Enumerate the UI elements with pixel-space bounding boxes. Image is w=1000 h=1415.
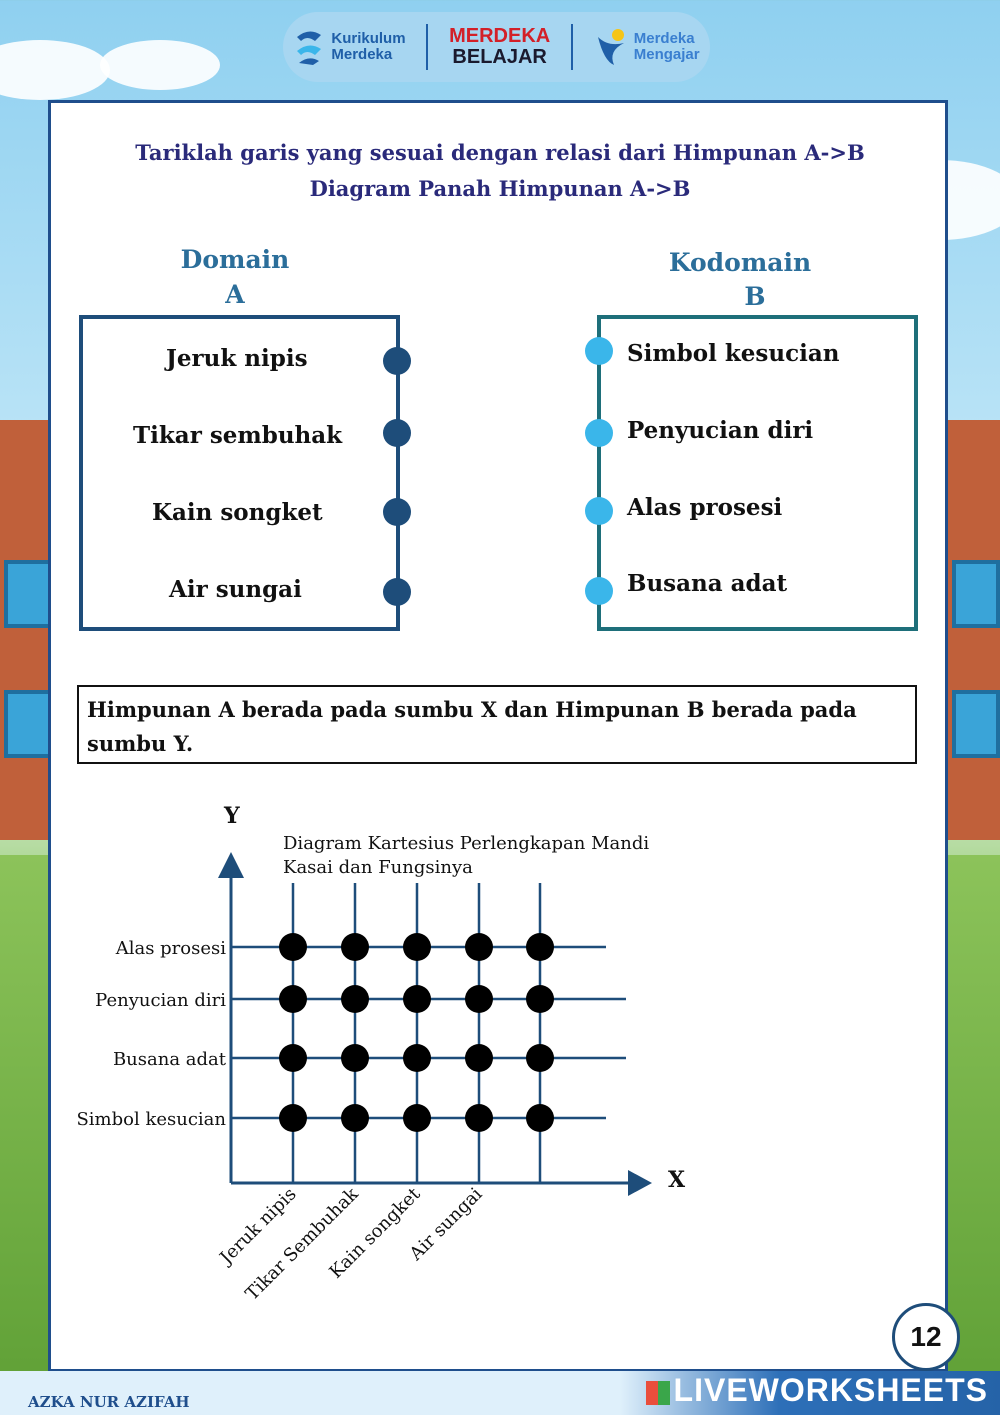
- logo-text: BELAJAR: [452, 46, 547, 68]
- domain-item: Air sungai: [169, 576, 302, 603]
- domain-item: Tikar sembuhak: [133, 422, 343, 449]
- mengajar-icon: [597, 29, 624, 65]
- chart-title: Diagram Kartesius Perlengkapan Mandi: [283, 833, 649, 854]
- chart-axes: [218, 852, 652, 1196]
- grid-point[interactable]: [403, 933, 431, 961]
- logo-text: Kurikulum: [331, 30, 406, 47]
- grid-point[interactable]: [465, 1104, 493, 1132]
- grid-point[interactable]: [341, 933, 369, 961]
- liveworksheets-brand[interactable]: LIVEWORKSHEETS: [645, 1372, 988, 1409]
- grid-point[interactable]: [341, 1104, 369, 1132]
- domain-item: Kain songket: [152, 499, 323, 526]
- grid-point[interactable]: [465, 1044, 493, 1072]
- codomain-item: Alas prosesi: [627, 494, 783, 521]
- y-axis-arrow-icon: [218, 852, 244, 878]
- grid-point[interactable]: [526, 1104, 554, 1132]
- x-axis-arrow-icon: [628, 1170, 652, 1196]
- domain-connector-dot[interactable]: [383, 419, 411, 447]
- grid-point[interactable]: [341, 1044, 369, 1072]
- grid-point[interactable]: [403, 1044, 431, 1072]
- domain-connector-dot[interactable]: [383, 347, 411, 375]
- grid-point[interactable]: [403, 985, 431, 1013]
- grid-point[interactable]: [279, 933, 307, 961]
- logo-text: Merdeka: [331, 46, 393, 63]
- footer-strip: [0, 1371, 1000, 1415]
- grid-point[interactable]: [526, 1044, 554, 1072]
- y-tick-label: Simbol kesucian: [76, 1109, 226, 1130]
- grid-point[interactable]: [279, 1044, 307, 1072]
- author-name: AZKA NUR AZIFAH: [28, 1393, 190, 1411]
- logo-text: Mengajar: [633, 46, 700, 63]
- brand-text: LIVEWORKSHEETS: [673, 1372, 988, 1408]
- liveworksheets-logo-icon: [645, 1380, 670, 1405]
- logo-text: MERDEKA: [449, 25, 551, 47]
- cloud-decoration: [100, 40, 220, 90]
- worksheet-card: [48, 100, 948, 1372]
- codomain-connector-dot[interactable]: [585, 337, 613, 365]
- grid-point[interactable]: [279, 985, 307, 1013]
- y-axis-label: Y: [223, 803, 240, 829]
- logo-divider: [426, 24, 429, 70]
- page-number: 12: [892, 1303, 960, 1371]
- y-tick-label: Alas prosesi: [115, 938, 227, 959]
- grid-point[interactable]: [279, 1104, 307, 1132]
- codomain-connector-dot[interactable]: [585, 497, 613, 525]
- y-tick-label: Penyucian diri: [95, 990, 226, 1011]
- codomain-box: [597, 315, 918, 631]
- codomain-item: Simbol kesucian: [627, 340, 840, 367]
- domain-heading: Domain: [180, 245, 290, 274]
- codomain-heading: Kodomain: [668, 248, 812, 277]
- grid-point[interactable]: [403, 1104, 431, 1132]
- codomain-item: Busana adat: [627, 570, 788, 597]
- domain-item: Jeruk nipis: [166, 345, 308, 372]
- codomain-set-name: B: [744, 282, 766, 311]
- domain-connector-dot[interactable]: [383, 498, 411, 526]
- kurikulum-icon: [297, 31, 322, 65]
- building-right-decoration: [948, 420, 1000, 840]
- grid-point[interactable]: [341, 985, 369, 1013]
- domain-connector-dot[interactable]: [383, 578, 411, 606]
- grid-point[interactable]: [465, 933, 493, 961]
- chart-title: Kasai dan Fungsinya: [283, 857, 473, 878]
- axis-note: Himpunan A berada pada sumbu X dan Himpu…: [77, 685, 917, 764]
- logo-divider: [570, 24, 573, 70]
- cloud-decoration: [0, 40, 110, 100]
- grid-point[interactable]: [526, 985, 554, 1013]
- diagram-subtitle: Diagram Panah Himpunan A->B: [309, 176, 691, 201]
- grid-point[interactable]: [465, 985, 493, 1013]
- merdeka-belajar-logo: MERDEKA BELAJAR: [449, 26, 550, 68]
- codomain-connector-dot[interactable]: [585, 577, 613, 605]
- instruction-title: Tariklah garis yang sesuai dengan relasi…: [135, 140, 865, 165]
- logo-text: Merdeka: [633, 30, 695, 47]
- y-tick-label: Busana adat: [113, 1049, 227, 1070]
- domain-box: [79, 315, 400, 631]
- codomain-connector-dot[interactable]: [585, 419, 613, 447]
- domain-set-name: A: [225, 280, 245, 309]
- x-axis-label: X: [668, 1167, 686, 1193]
- grid-point[interactable]: [526, 933, 554, 961]
- codomain-item: Penyucian diri: [627, 417, 814, 444]
- x-tick-label: Tikar Sembuhak: [242, 1183, 364, 1305]
